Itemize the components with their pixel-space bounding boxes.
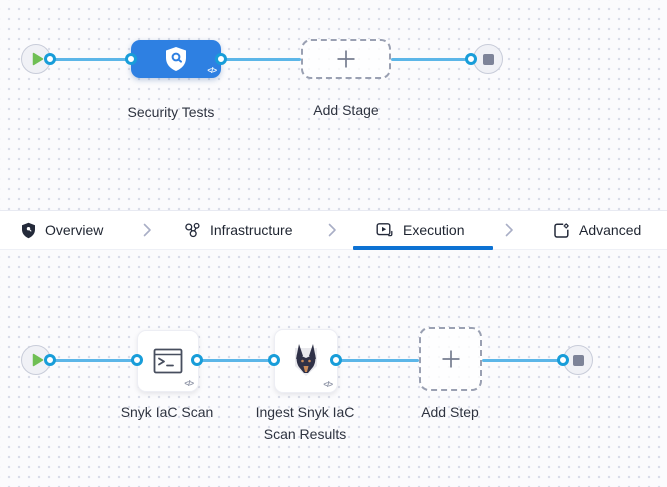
connector-port[interactable] — [191, 354, 203, 366]
edge — [50, 57, 131, 61]
snyk-dog-icon — [295, 344, 317, 376]
add-step-button[interactable] — [419, 327, 482, 391]
stop-icon — [572, 354, 584, 366]
edge — [482, 358, 563, 362]
plus-icon — [442, 350, 459, 368]
terminal-icon — [153, 348, 183, 374]
play-icon — [32, 353, 43, 367]
pipeline-end-node — [473, 44, 503, 74]
security-shield-icon — [166, 47, 186, 71]
tab-overview[interactable]: Overview — [21, 211, 103, 249]
infrastructure-icon — [185, 222, 200, 238]
add-step-label: Add Step — [421, 404, 479, 420]
execution-icon — [376, 223, 393, 237]
edge — [221, 57, 301, 61]
code-badge: </> — [323, 380, 333, 389]
stop-icon — [482, 53, 494, 65]
stage-label: Security Tests — [127, 104, 215, 120]
chevron-right-icon — [328, 223, 337, 242]
play-icon — [32, 52, 43, 66]
stage-tabbar: Overview Infrastructure Execut — [0, 210, 667, 250]
tab-label: Advanced — [579, 222, 642, 238]
connector-port[interactable] — [330, 354, 342, 366]
edge — [391, 57, 466, 61]
step-label: Ingest Snyk IaC Scan Results — [255, 404, 355, 442]
step-label: Snyk IaC Scan — [120, 404, 214, 420]
advanced-icon — [554, 222, 569, 238]
tab-infrastructure[interactable]: Infrastructure — [184, 211, 292, 249]
chevron-right-icon — [505, 223, 514, 242]
active-tab-underline — [353, 246, 493, 250]
connector-port[interactable] — [44, 354, 56, 366]
connector-port[interactable] — [215, 53, 227, 65]
step-node-snyk-iac-scan[interactable]: </> — [137, 330, 199, 392]
code-badge: </> — [184, 379, 194, 388]
edge — [197, 358, 274, 362]
connector-port[interactable] — [44, 53, 56, 65]
connector-port[interactable] — [465, 53, 477, 65]
code-badge: </> — [207, 66, 217, 75]
edge — [50, 358, 137, 362]
connector-port[interactable] — [131, 354, 143, 366]
tab-execution[interactable]: Execution — [376, 211, 464, 249]
step-graph-canvas: </> </> — [0, 248, 667, 487]
tab-label: Infrastructure — [210, 222, 293, 238]
add-stage-button[interactable] — [301, 39, 391, 79]
stage-node-security-tests[interactable]: </> — [131, 40, 221, 78]
tab-label: Overview — [45, 222, 104, 238]
edge — [336, 358, 419, 362]
connector-port[interactable] — [557, 354, 569, 366]
tab-label: Execution — [403, 222, 465, 238]
step-node-ingest-snyk-results[interactable]: </> — [274, 329, 338, 393]
tab-advanced[interactable]: Advanced — [553, 211, 641, 249]
plus-icon — [337, 50, 355, 68]
connector-port[interactable] — [125, 53, 137, 65]
connector-port[interactable] — [268, 354, 280, 366]
add-stage-label: Add Stage — [313, 102, 379, 118]
shield-icon — [22, 222, 35, 238]
stage-graph-canvas: </> Security Tests Add Stage — [0, 0, 667, 210]
chevron-right-icon — [143, 223, 152, 242]
